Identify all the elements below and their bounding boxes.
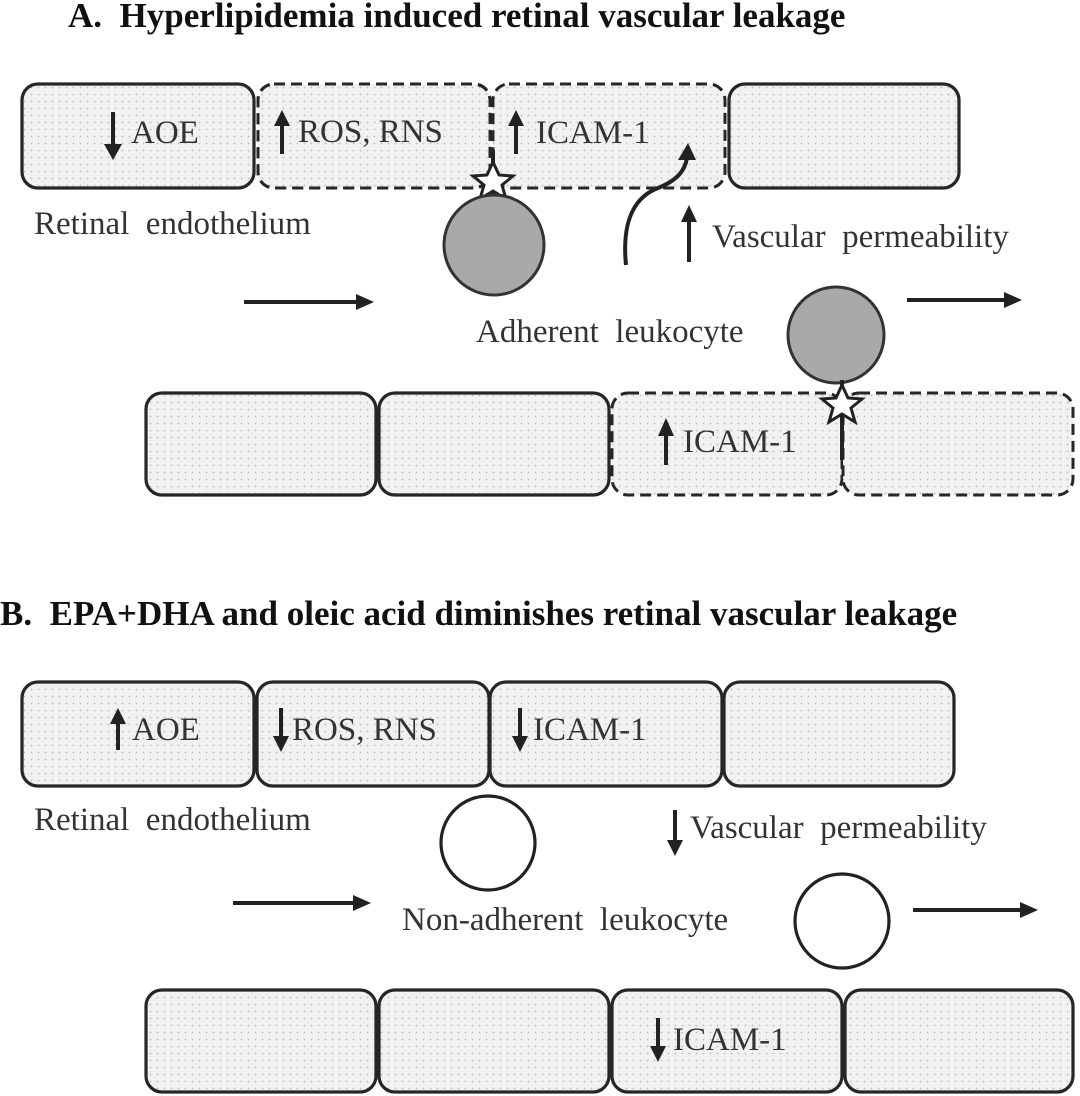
panel-a-title: A. Hyperlipidemia induced retinal vascul… xyxy=(68,0,845,35)
panel-a-leukocyte-label: Adherent leukocyte xyxy=(476,314,744,350)
panel-b-bottom-cell-2 xyxy=(377,988,611,1094)
panel-b-bottom-cell-1 xyxy=(144,988,378,1094)
panel-a-bottom-cell-2 xyxy=(377,391,611,497)
panel-b-flow-arrow-left xyxy=(233,895,371,911)
panel-b-non-adherent-leukocyte-top xyxy=(439,794,537,892)
panel-b-icam-bottom-label: ICAM-1 xyxy=(673,1022,787,1058)
panel-b-title: B. EPA+DHA and oleic acid diminishes ret… xyxy=(0,594,957,633)
panel-a-flow-arrow-left xyxy=(244,294,374,310)
panel-a-adhesion-star-top-icon xyxy=(469,158,517,203)
panel-a-up-arrow-permeability xyxy=(681,205,697,262)
panel-b-icam-top-label: ICAM-1 xyxy=(533,712,647,748)
panel-a-up-arrow-icam-bottom xyxy=(658,418,674,465)
panel-a-ros-label: ROS, RNS xyxy=(298,114,443,150)
panel-a-adherent-leukocyte-bottom xyxy=(786,285,886,385)
panel-a-bottom-cell-4 xyxy=(841,391,1075,497)
panel-a-bottom-endothelium xyxy=(144,391,1075,497)
panel-b-down-arrow-permeability xyxy=(667,810,683,856)
panel-b-up-arrow-aoe xyxy=(110,708,126,750)
panel-b-down-arrow-ros xyxy=(273,708,289,752)
panel-a-cell-icam xyxy=(491,82,727,190)
panel-b-cell-icam xyxy=(488,680,724,788)
panel-a-aoe-label: AOE xyxy=(131,115,199,151)
panel-a-icam-bottom-label: ICAM-1 xyxy=(683,424,797,460)
panel-b-bottom-cell-icam xyxy=(610,988,844,1094)
panel-b-ros-label: ROS, RNS xyxy=(292,712,437,748)
panel-a-cell-aoe xyxy=(20,82,256,190)
panel-a-cell-ros-outline xyxy=(256,82,492,190)
panel-b-aoe-label: AOE xyxy=(132,712,200,748)
panel-b-down-arrow-icam-top xyxy=(512,708,528,752)
panel-b-top-endothelium xyxy=(20,680,956,788)
panel-a: A. Hyperlipidemia induced retinal vascul… xyxy=(20,0,1075,497)
panel-a-icam-top-label: ICAM-1 xyxy=(536,115,650,151)
panel-b: B. EPA+DHA and oleic acid diminishes ret… xyxy=(0,594,1075,1094)
panel-b-leukocyte-label: Non-adherent leukocyte xyxy=(402,902,728,938)
panel-a-down-arrow-aoe xyxy=(104,112,122,160)
panel-a-leakage-curve-arrow xyxy=(623,143,696,266)
panel-b-down-arrow-icam-bottom xyxy=(650,1018,666,1062)
panel-a-bottom-cell-1 xyxy=(144,391,378,497)
panel-a-permeability-label: Vascular permeability xyxy=(712,219,1009,255)
panel-a-cell-plain xyxy=(727,82,961,190)
panel-a-up-arrow-ros xyxy=(274,110,290,154)
panel-a-flow-arrow-right xyxy=(907,292,1022,308)
panel-a-up-arrow-icam-top xyxy=(508,110,524,154)
panel-b-permeability-label: Vascular permeability xyxy=(690,810,987,846)
panel-b-flow-arrow-right xyxy=(913,902,1038,918)
panel-a-top-endothelium xyxy=(20,82,961,190)
panel-b-bottom-cell-4 xyxy=(843,988,1075,1094)
panel-b-endothelium-label: Retinal endothelium xyxy=(34,802,311,838)
panel-a-adherent-leukocyte-top xyxy=(442,193,546,297)
panel-b-cell-plain xyxy=(722,680,956,788)
panel-b-bottom-endothelium xyxy=(144,988,1075,1094)
panel-b-cell-aoe xyxy=(20,680,256,788)
panel-a-endothelium-label: Retinal endothelium xyxy=(34,206,311,242)
panel-b-non-adherent-leukocyte-bottom xyxy=(793,872,891,970)
panel-a-adhesion-star-bottom-icon xyxy=(818,381,866,426)
